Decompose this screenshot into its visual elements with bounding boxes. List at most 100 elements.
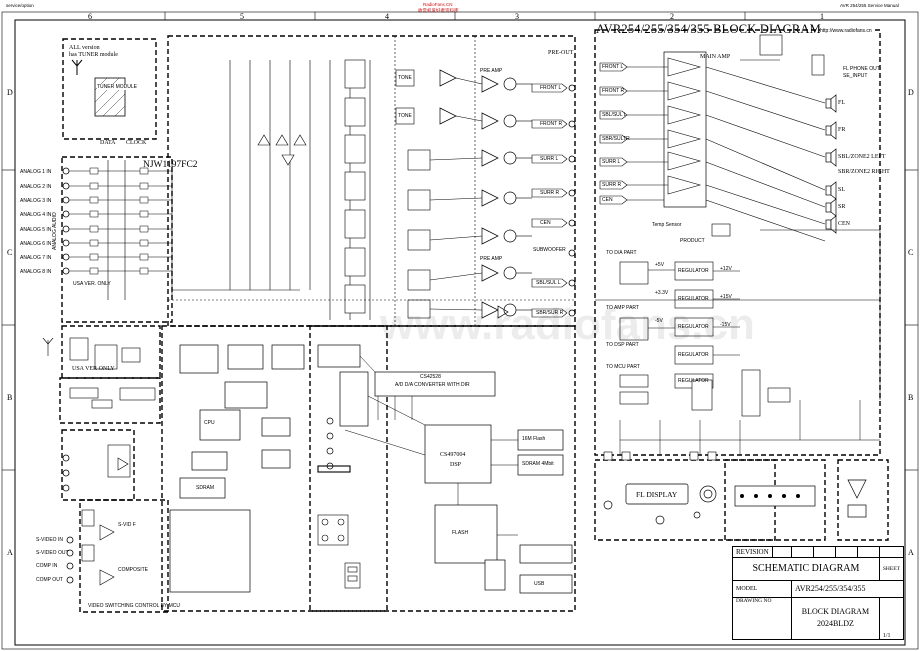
- preout-label: FRONT R: [540, 121, 563, 127]
- header-left-text: service/option: [6, 3, 34, 8]
- corner-link[interactable]: http://www.radiofans.cn: [820, 28, 872, 34]
- cpu-label: CPU: [204, 420, 215, 426]
- temp-sensor-label: Temp Sensor: [652, 222, 682, 228]
- video-io-label: S-VIDEO OUT: [36, 550, 69, 556]
- regulator-label: REGULATOR: [678, 296, 709, 302]
- analog-input-label: ANALOG 4 IN: [20, 212, 52, 218]
- power-part-label: TO DSP PART: [606, 342, 639, 348]
- amp-input-label: FRONT L: [602, 64, 624, 70]
- power-volt-label: +15V: [720, 294, 732, 300]
- tone-label: TONE: [398, 75, 412, 81]
- power-part-label: TO AMP PART: [606, 305, 639, 311]
- amp-input-label: SURR L: [602, 159, 621, 165]
- composite-label: COMPOSITE: [118, 567, 149, 573]
- analog-input-label: ANALOG 6 IN: [20, 241, 52, 247]
- drawing-number: 2024BLDZ: [816, 619, 854, 629]
- analog-audio-label: ANALOG AUDIO: [52, 212, 58, 250]
- site-name: RadioFans.CN: [423, 2, 453, 7]
- video-section-title: VIDEO SWITCHING CONTROL BY MCU: [88, 603, 180, 609]
- revision-label: REVISION: [732, 546, 773, 558]
- product-label: PRODUCT: [680, 238, 705, 244]
- power-volt-label: +12V: [720, 266, 732, 272]
- pre-amp-label: PRE AMP: [480, 68, 503, 74]
- header-right-text: AVR 254/255 Service Manual: [840, 3, 899, 8]
- sdram-label: SDRAM: [196, 485, 215, 491]
- preout-label: SBL/SUL L: [536, 280, 561, 286]
- speaker-output-label: CEN: [838, 221, 850, 227]
- page-number: 1/1: [878, 596, 905, 641]
- preout-label: SURR R: [540, 190, 560, 196]
- usa-ver-note-b: USA VER ONLY: [72, 366, 115, 372]
- speaker-output-label: SBR/ZONE2 RIGHT: [838, 169, 890, 175]
- power-volt-label: +3.3V: [655, 290, 669, 296]
- site-subtitle: 收音机爱好者资料库: [418, 8, 459, 13]
- title-block: REVISION SCHEMATIC DIAGRAM SHEET MODEL A…: [732, 546, 905, 641]
- grid-col-label: 1: [820, 12, 824, 21]
- svideo-label: S-VID F: [118, 522, 136, 528]
- phones-label: FL PHONE OUT: [843, 66, 880, 72]
- flash-label: FLASH: [452, 530, 469, 536]
- grid-row-label: D: [908, 88, 914, 97]
- amp-input-label: SBL/SUL L: [602, 112, 627, 118]
- tuner-module-label: TUNER MODULE: [97, 84, 138, 90]
- watermark: www.radiofans.cn: [380, 300, 755, 349]
- preout-label: CEN: [540, 220, 551, 226]
- analog-input-label: ANALOG 5 IN: [20, 227, 52, 233]
- model-value: AVR254/255/354/355: [790, 580, 905, 598]
- analog-input-label: ANALOG 8 IN: [20, 269, 52, 275]
- amp-input-label: SURR R: [602, 182, 622, 188]
- data-line-label: DATA: [100, 140, 116, 146]
- regulator-label: REGULATOR: [678, 324, 709, 330]
- clock-line-label: CLOCK: [126, 140, 147, 146]
- grid-col-label: 6: [88, 12, 92, 21]
- grid-row-label: D: [7, 88, 13, 97]
- grid-row-label: A: [908, 548, 914, 557]
- grid-row-label: B: [7, 393, 13, 402]
- tuner-note-line2: has TUNER module: [69, 52, 118, 58]
- video-io-label: S-VIDEO IN: [36, 537, 63, 543]
- dsp-memory-label: SDRAM 4Mbit: [522, 461, 554, 467]
- grid-row-label: C: [908, 248, 914, 257]
- video-io-label: COMP OUT: [36, 577, 63, 583]
- grid-row-label: B: [908, 393, 914, 402]
- speaker-output-label: FR: [838, 127, 846, 133]
- pre-amp-label: PRE AMP: [480, 256, 503, 262]
- tuner-note-line1: ALL version: [69, 45, 100, 51]
- grid-col-label: 4: [385, 12, 389, 21]
- speaker-output-label: SR: [838, 204, 846, 210]
- power-part-label: TO MCU PART: [606, 364, 640, 370]
- regulator-label: REGULATOR: [678, 352, 709, 358]
- main-amp-label: MAIN AMP: [700, 54, 731, 60]
- grid-col-label: 2: [670, 12, 674, 21]
- speaker-output-label: FL: [838, 100, 846, 106]
- drawing-no-label: DRAWING NO: [732, 596, 792, 641]
- analog-input-label: ANALOG 1 IN: [20, 169, 52, 175]
- tone-label: TONE: [398, 113, 412, 119]
- grid-row-label: C: [7, 248, 13, 257]
- adc-part-label: CS42528: [420, 374, 441, 380]
- drawing-title: BLOCK DIAGRAM: [801, 607, 870, 617]
- regulator-label: REGULATOR: [678, 268, 709, 274]
- pre-out-label: PRE-OUT: [548, 50, 574, 56]
- grid-col-label: 3: [515, 12, 519, 21]
- njw-ic-label: NJW1197FC2: [143, 160, 198, 170]
- analog-input-label: ANALOG 7 IN: [20, 255, 52, 261]
- dsp-memory-label: 16M Flash: [522, 436, 546, 442]
- amp-input-label: SBR/SULTR: [602, 136, 630, 142]
- preout-label: SURR L: [540, 156, 559, 162]
- power-volt-label: +5V: [655, 262, 665, 268]
- usb-label: USB: [534, 581, 545, 587]
- preout-label: FRONT L: [540, 85, 562, 91]
- fl-display-label: FL DISPLAY: [636, 490, 678, 499]
- regulator-label: REGULATOR: [678, 378, 709, 384]
- power-volt-label: -5V: [655, 318, 663, 324]
- grid-row-label: A: [7, 548, 13, 557]
- grid-col-label: 5: [240, 12, 244, 21]
- schematic-label: SCHEMATIC DIAGRAM: [732, 556, 880, 582]
- preout-label: SUBWOOFER: [533, 247, 566, 253]
- adc-label: A/D D/A CONVERTER WITH DIR: [395, 382, 470, 388]
- preout-label: SBR/SUR R: [536, 310, 564, 316]
- amp-input-label: CEN: [602, 197, 613, 203]
- video-io-label: COMP IN: [36, 563, 58, 569]
